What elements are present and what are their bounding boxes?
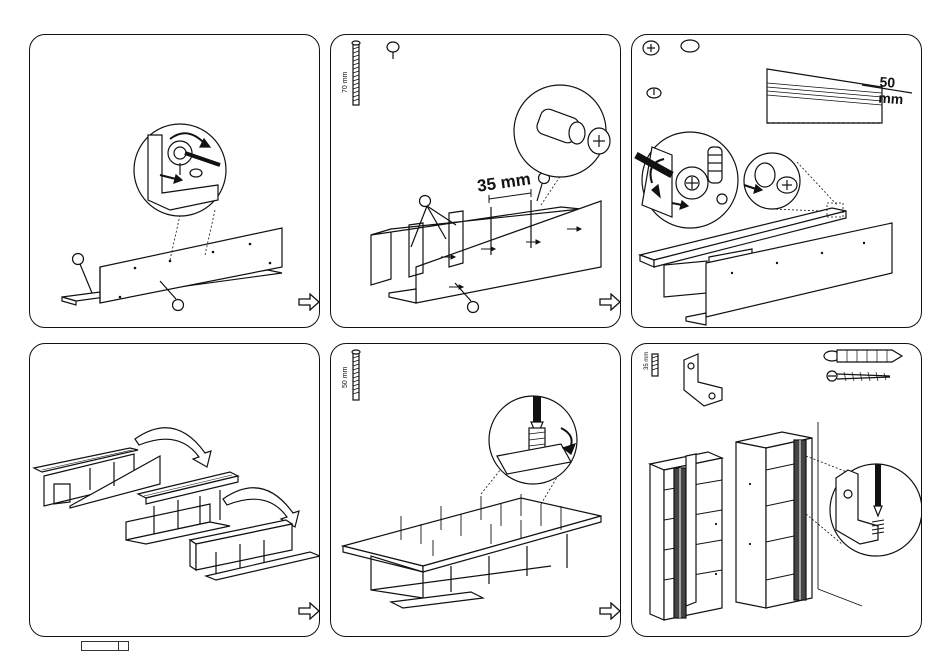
next-step-arrow-icon xyxy=(298,602,320,620)
step-1-illustration xyxy=(30,35,320,328)
dowel-length-label: 70 mm xyxy=(342,72,349,93)
step-6-illustration xyxy=(632,344,922,637)
step-5-illustration xyxy=(331,344,621,637)
next-step-arrow-icon xyxy=(599,293,621,311)
dowel-length-label: 50 mm xyxy=(342,367,349,388)
next-step-arrow-icon xyxy=(599,602,621,620)
screw-length-label: 35 mm xyxy=(644,352,650,370)
next-step-arrow-icon xyxy=(298,293,320,311)
step-3-illustration xyxy=(632,35,922,328)
step-4-illustration xyxy=(30,344,320,637)
page-number-box xyxy=(81,641,129,651)
step-4-panel xyxy=(29,343,320,637)
step-6-panel: 35 mm xyxy=(631,343,922,637)
step-5-panel: 50 mm xyxy=(330,343,621,637)
step-3-panel: 50 mm xyxy=(631,34,922,328)
measure-50mm-label: 50 mm xyxy=(878,74,922,109)
step-2-panel: 70 mm 35 mm xyxy=(330,34,621,328)
step-1-panel xyxy=(29,34,320,328)
